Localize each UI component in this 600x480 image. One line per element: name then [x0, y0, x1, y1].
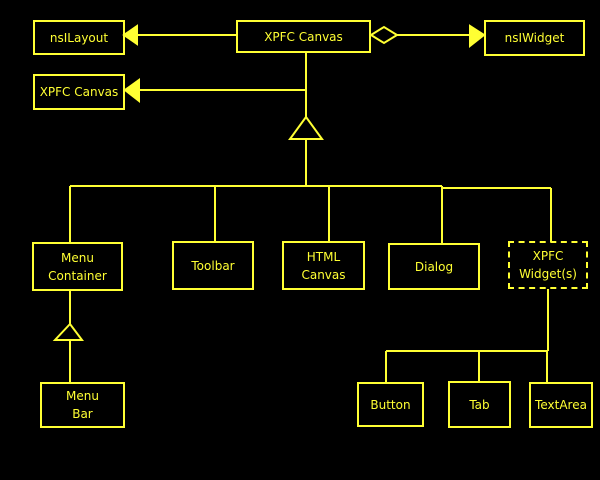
node-textarea: TextArea	[529, 382, 593, 428]
node-menu-container: Menu Container	[32, 242, 123, 291]
aggregation-diamond	[369, 25, 399, 45]
arrowhead-widget	[469, 24, 486, 49]
inheritance-triangle	[288, 115, 324, 140]
node-nsiwidget: nsIWidget	[484, 20, 585, 56]
node-dialog: Dialog	[388, 243, 480, 290]
node-html-canvas: HTML Canvas	[282, 241, 365, 290]
node-toolbar: Toolbar	[172, 241, 254, 290]
node-xpfc-widgets: XPFC Widget(s)	[508, 241, 588, 289]
node-button: Button	[357, 382, 424, 427]
node-nsilayout: nsILayout	[33, 20, 125, 55]
node-tab: Tab	[448, 381, 511, 428]
node-menu-bar: Menu Bar	[40, 382, 125, 428]
inheritance-triangle-menu	[52, 322, 84, 341]
arrowhead-layout	[122, 24, 138, 46]
arrowhead-left-canvas	[123, 78, 140, 104]
node-xpfc-canvas-left: XPFC Canvas	[33, 74, 125, 110]
node-xpfc-canvas-top: XPFC Canvas	[236, 20, 371, 53]
